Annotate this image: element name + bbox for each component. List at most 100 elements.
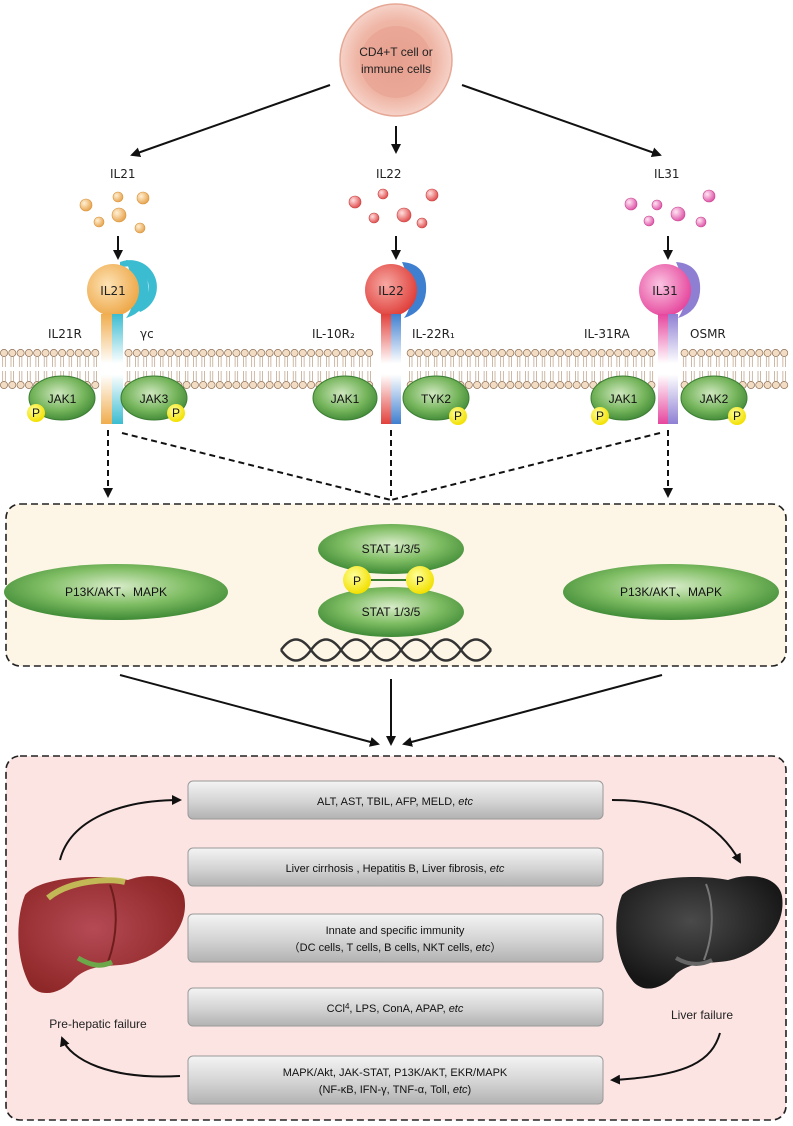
lipid-head (232, 349, 241, 357)
cytokine-dots-il31 (624, 189, 716, 228)
lipid-head (556, 349, 565, 357)
outcome-3-etc: etc (476, 942, 491, 954)
lipid-head (257, 349, 266, 357)
lipid-head (581, 349, 589, 357)
outcome-box-3 (187, 913, 604, 963)
cycle-arrows (59, 795, 741, 1085)
receptor-complex-il22: IL22 IL-10R₂ IL-22R₁ (312, 262, 455, 424)
lipid-head (141, 349, 150, 357)
svg-text:ALT, AST, TBIL, AFP, MELD, etc: ALT, AST, TBIL, AFP, MELD, etc (317, 796, 473, 808)
receptor-head-label-il31: IL31 (652, 284, 678, 298)
lipid-head (489, 349, 498, 357)
lipid-head (24, 381, 33, 389)
arrow-to-il21 (130, 84, 331, 158)
lipid-head (257, 381, 266, 389)
lipid-head (680, 349, 689, 357)
lipid-head (273, 349, 282, 357)
lipid-head (506, 381, 515, 389)
lipid-head (224, 349, 233, 357)
cycle-arrow-bottom-right (610, 1032, 721, 1085)
pathway-ellipse-left (4, 564, 228, 620)
liver-healthy-icon (18, 876, 185, 994)
lipid-head (282, 349, 291, 357)
lipid-head (481, 349, 490, 357)
source-cell: CD4+T cell or immune cells (339, 3, 453, 117)
liver-right-label: Liver failure (671, 1008, 733, 1022)
lipid-head (66, 349, 75, 357)
lipid-head (58, 349, 67, 357)
lipid-head (307, 381, 316, 389)
lipid-head (456, 349, 465, 357)
pathway-left-label: P13K/AKT、MAPK (65, 585, 167, 599)
lipid-head (622, 349, 631, 357)
outcome-3-line2: （DC cells, T cells, B cells, NKT cells, (289, 941, 476, 954)
lipid-head (406, 349, 415, 357)
lipid-head (431, 349, 440, 357)
lipid-head (531, 349, 540, 357)
lipid-head (771, 381, 780, 389)
source-cell-label-1: CD4+T cell or (359, 45, 432, 59)
outcome-box-2 (187, 847, 604, 887)
svg-text:（DC cells, T cells, B cells, N: （DC cells, T cells, B cells, NKT cells, … (289, 941, 502, 954)
converging-arrows (119, 674, 663, 747)
lipid-head (16, 349, 25, 357)
lipid-head (747, 349, 755, 357)
stat-top-label: STAT 1/3/5 (362, 542, 421, 556)
arrow-to-il31 (461, 84, 662, 158)
svg-text:CCl4, LPS, ConA, APAP, etc: CCl4, LPS, ConA, APAP, etc (327, 1002, 464, 1015)
cycle-arrow-top-right (611, 799, 741, 864)
lipid-head (473, 381, 482, 389)
lipid-head (207, 349, 216, 357)
cycle-arrow-bottom-left (60, 1036, 181, 1078)
converge-right (402, 674, 663, 747)
lipid-head (481, 381, 490, 389)
jak-il22-b-label: TYK2 (421, 392, 451, 406)
lipid-head (547, 349, 556, 357)
lipid-head (614, 349, 623, 357)
stat-bottom-label: STAT 1/3/5 (362, 605, 421, 619)
lipid-head (730, 349, 739, 357)
lipid-head (174, 349, 183, 357)
receptor-label-il10r2: IL-10R₂ (312, 327, 355, 341)
lipid-head (215, 349, 224, 357)
outcome-4-text: , LPS, ConA, APAP, (349, 1003, 448, 1015)
outcome-2-etc: etc (490, 863, 505, 875)
lipid-head (290, 381, 299, 389)
lipid-head (564, 349, 573, 357)
lipid-head (747, 381, 755, 389)
lipid-head (190, 381, 199, 389)
dashed-line-right-diag (390, 432, 661, 501)
lipid-head (83, 349, 91, 357)
pathway-ellipse-right (563, 564, 779, 620)
lipid-head (464, 349, 473, 357)
outcome-box-1 (187, 780, 604, 820)
lipid-head (448, 349, 457, 357)
liver-failed-icon (616, 876, 783, 989)
lipid-head (199, 349, 208, 357)
lipid-head (688, 349, 697, 357)
stat-phospho-right: P (416, 574, 424, 588)
lipid-head (0, 381, 8, 389)
lipid-head (149, 349, 158, 357)
lipid-head (697, 349, 706, 357)
lipid-head (307, 349, 316, 357)
outcome-4-etc: etc (449, 1003, 464, 1015)
source-cell-label-2: immune cells (361, 62, 431, 76)
outcome-4-pre: CCl (327, 1003, 345, 1015)
lipid-head (722, 349, 731, 357)
lipid-head (581, 381, 589, 389)
stat-top (318, 524, 464, 574)
lipid-head (348, 349, 357, 357)
lipid-head (249, 349, 257, 357)
cytokine-label-il22: IL22 (376, 167, 402, 181)
lipid-head (572, 381, 581, 389)
lipid-head (564, 381, 573, 389)
lipid-head (780, 349, 789, 357)
lipid-head (157, 349, 166, 357)
lipid-head (282, 381, 291, 389)
lipid-head (240, 381, 249, 389)
liver-left-label: Pre-hepatic failure (49, 1017, 147, 1031)
lipid-head (639, 349, 648, 357)
receptor-label-il31ra: IL-31RA (584, 327, 630, 341)
